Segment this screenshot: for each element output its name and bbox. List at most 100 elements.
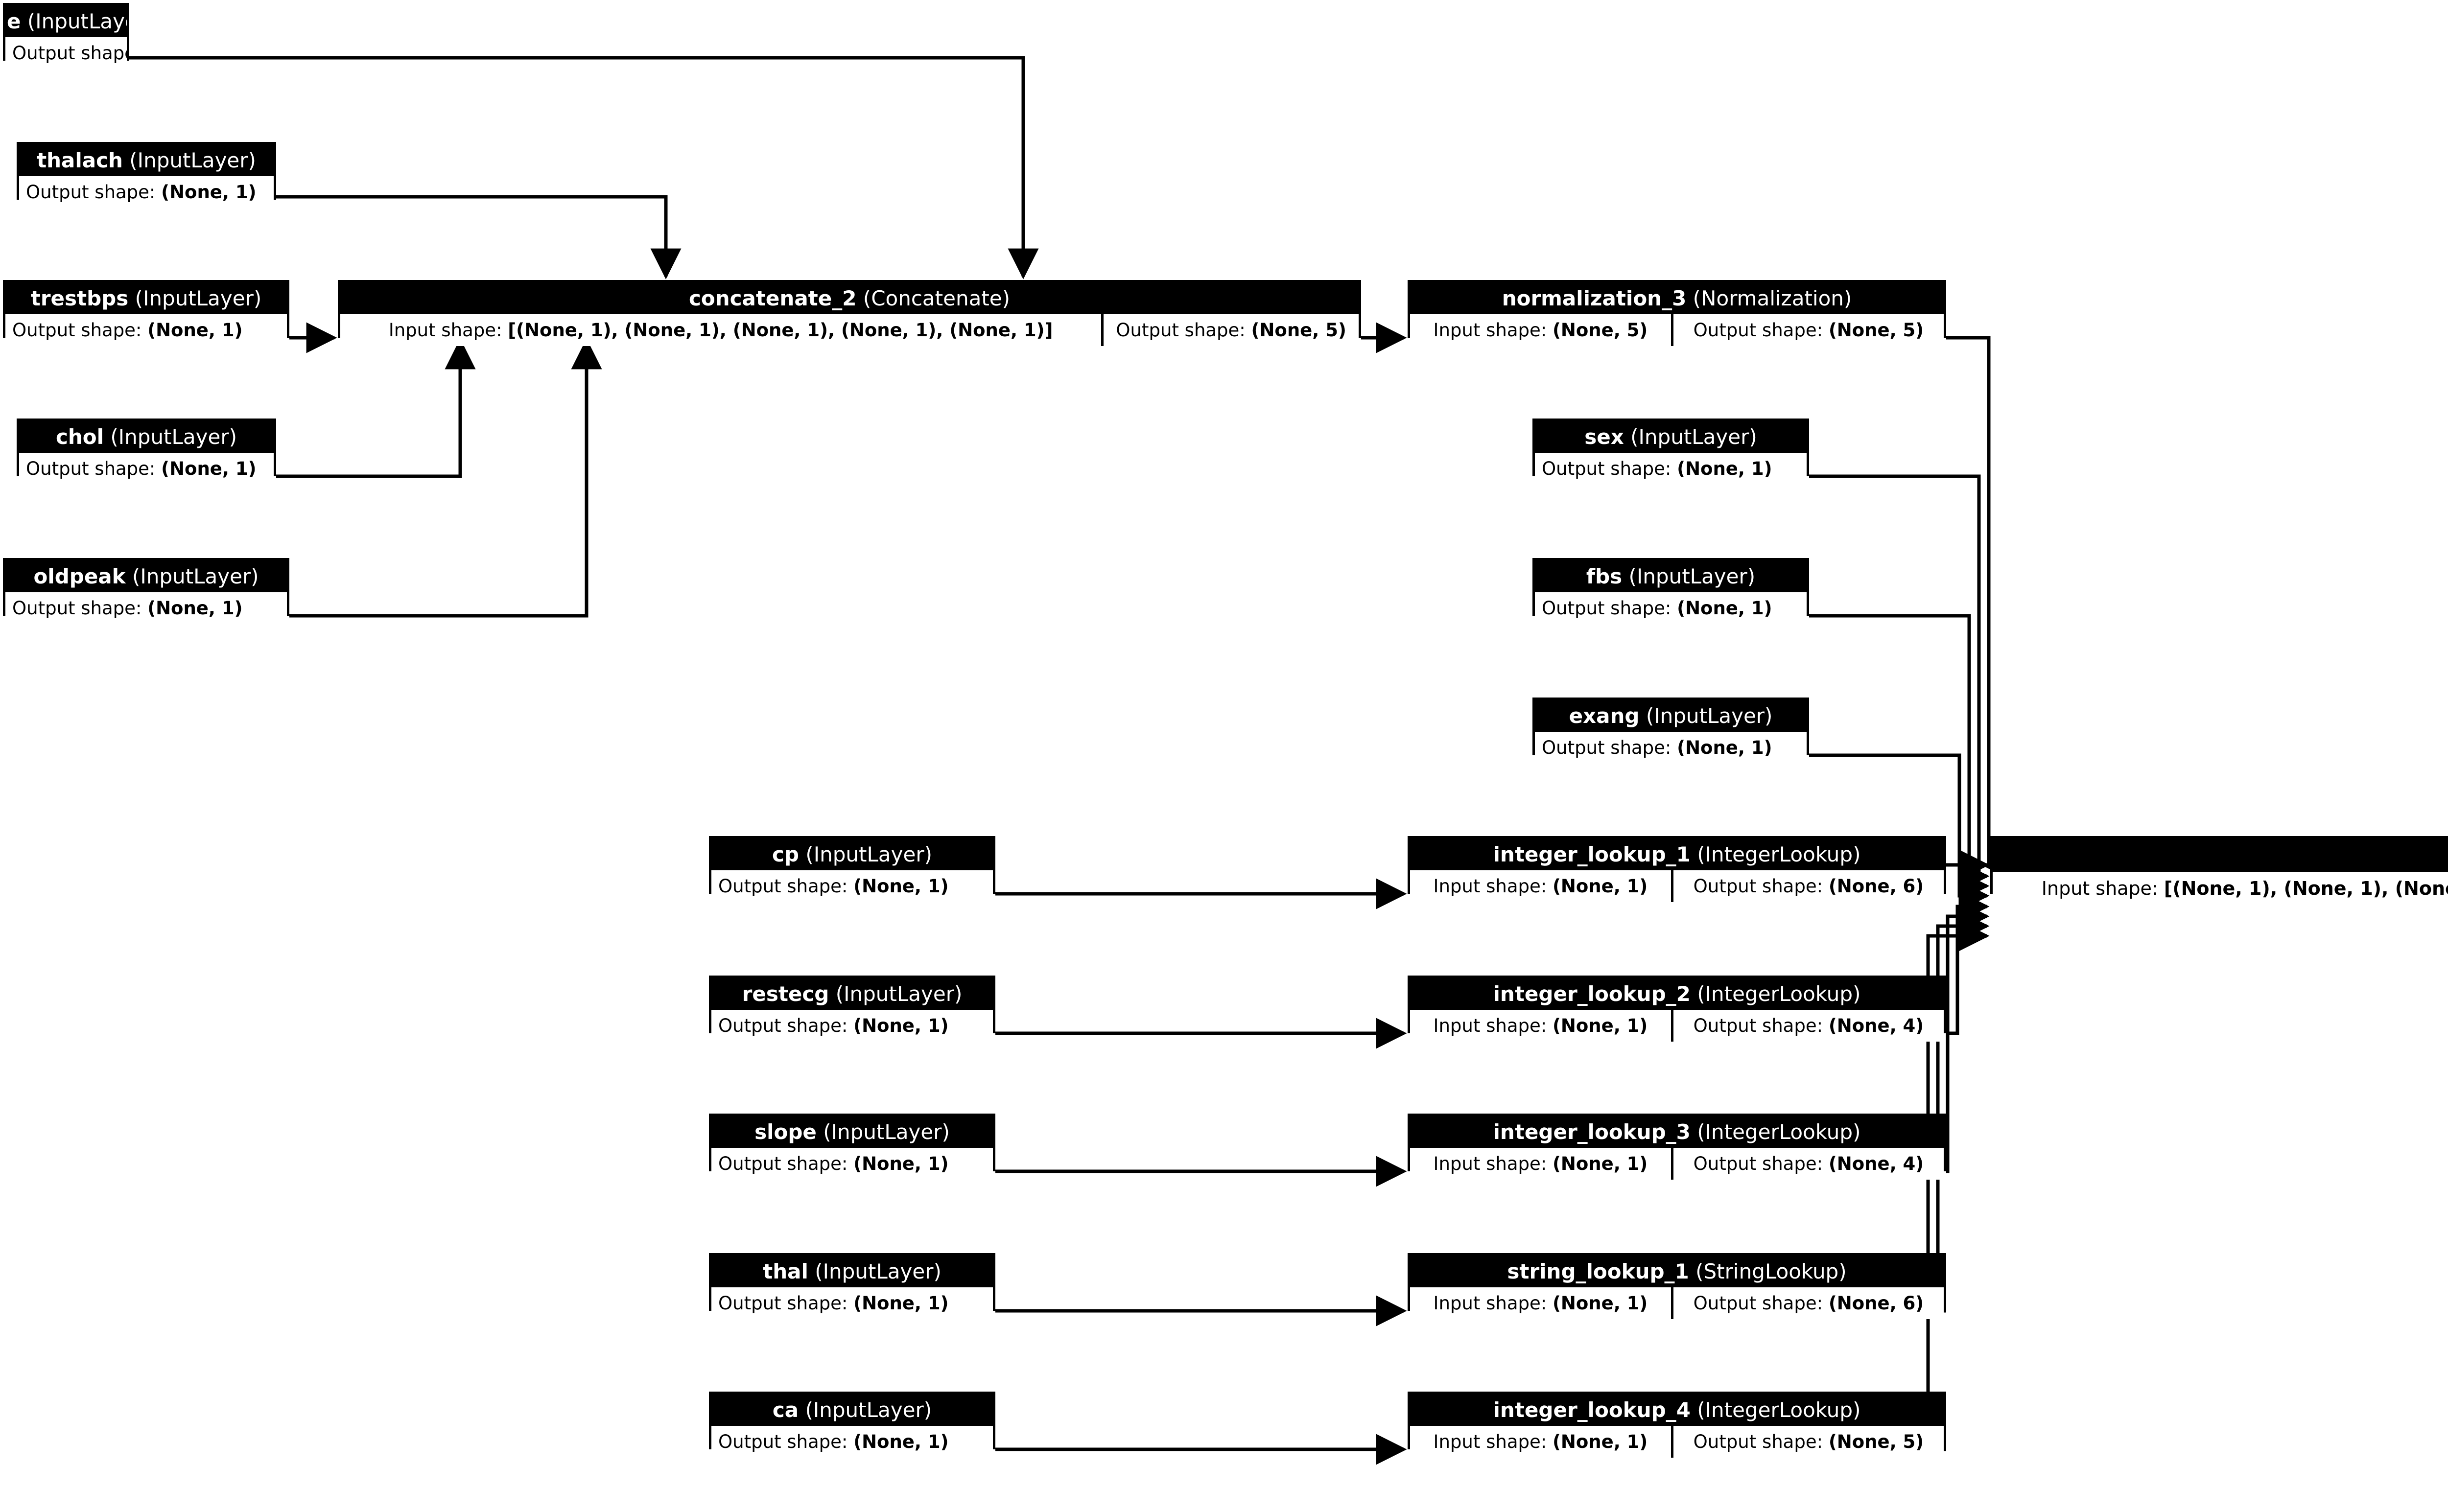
- node-output-shape-oldpeak: Output shape: (None, 1): [5, 592, 287, 624]
- node-input-shape-normalization_3: Input shape: (None, 5): [1410, 314, 1671, 346]
- shape-label: Input shape:: [1433, 1431, 1547, 1452]
- node-type-integer_lookup_1: (IntegerLookup): [1697, 842, 1861, 866]
- node-thalach[interactable]: thalach (InputLayer)Output shape: (None,…: [17, 142, 276, 208]
- node-fbs[interactable]: fbs (InputLayer)Output shape: (None, 1): [1532, 558, 1809, 624]
- node-sex[interactable]: sex (InputLayer)Output shape: (None, 1): [1532, 419, 1809, 485]
- node-output-shape-trestbps: Output shape: (None, 1): [5, 314, 287, 346]
- node-name-exang: exang: [1569, 704, 1640, 728]
- shape-value: [(None, 1), (None, 1), (None, 1), (None,…: [2164, 878, 2448, 899]
- node-shapes-ca: Output shape: (None, 1): [711, 1426, 993, 1458]
- shape-value: (None, 5): [1828, 320, 1924, 341]
- node-concatenate_2[interactable]: concatenate_2 (Concatenate)Input shape: …: [338, 280, 1361, 346]
- shape-label: Output shape:: [718, 1015, 848, 1036]
- node-input-shape-integer_lookup_4: Input shape: (None, 1): [1410, 1426, 1671, 1458]
- node-name-restecg: restecg: [742, 982, 829, 1006]
- node-output-shape-slope: Output shape: (None, 1): [711, 1148, 993, 1180]
- node-type-ca: (InputLayer): [805, 1398, 932, 1422]
- shape-label: Input shape:: [1433, 876, 1547, 897]
- node-chol[interactable]: chol (InputLayer)Output shape: (None, 1): [17, 419, 276, 485]
- node-concatenate_3[interactable]: concatenate_3 (Concatenate)Input shape: …: [1990, 836, 2448, 905]
- node-type-slope: (InputLayer): [823, 1120, 950, 1144]
- node-output-shape-integer_lookup_1: Output shape: (None, 6): [1671, 870, 1944, 902]
- node-name-slope: slope: [754, 1120, 817, 1144]
- node-cp[interactable]: cp (InputLayer)Output shape: (None, 1): [709, 836, 995, 902]
- node-normalization_3[interactable]: normalization_3 (Normalization)Input sha…: [1408, 280, 1946, 346]
- node-shapes-integer_lookup_3: Input shape: (None, 1)Output shape: (Non…: [1410, 1148, 1944, 1180]
- node-shapes-fbs: Output shape: (None, 1): [1535, 592, 1807, 624]
- node-shapes-normalization_3: Input shape: (None, 5) Output shape: (Non…: [1410, 314, 1944, 346]
- node-input-shape-string_lookup_1: Input shape: (None, 1): [1410, 1287, 1671, 1319]
- shape-label: Output shape:: [12, 320, 142, 341]
- node-age[interactable]: age (InputLayer)Output shape: (None, 1): [3, 3, 129, 69]
- node-output-shape-thalach: Output shape: (None, 1): [19, 176, 274, 208]
- node-shapes-restecg: Output shape: (None, 1): [711, 1010, 993, 1042]
- node-restecg[interactable]: restecg (InputLayer)Output shape: (None,…: [709, 976, 995, 1042]
- node-name-integer_lookup_4: integer_lookup_4: [1493, 1398, 1691, 1422]
- node-name-ca: ca: [772, 1398, 799, 1422]
- node-type-age: (InputLayer): [27, 9, 127, 33]
- node-slope[interactable]: slope (InputLayer)Output shape: (None, 1…: [709, 1114, 995, 1180]
- node-string_lookup_1[interactable]: string_lookup_1 (StringLookup)Input shap…: [1408, 1253, 1946, 1319]
- node-shapes-thal: Output shape: (None, 1): [711, 1287, 993, 1319]
- node-integer_lookup_4[interactable]: integer_lookup_4 (IntegerLookup) Input sh…: [1408, 1392, 1946, 1458]
- shape-value: (None, 1): [161, 182, 257, 203]
- node-output-shape-integer_lookup_2: Output shape: (None, 4): [1671, 1010, 1944, 1042]
- node-title-slope: slope (InputLayer): [711, 1116, 993, 1148]
- node-title-fbs: fbs (InputLayer): [1535, 560, 1807, 592]
- shape-label: Output shape:: [1693, 1293, 1823, 1314]
- node-name-fbs: fbs: [1586, 564, 1623, 588]
- shape-label: Input shape:: [2041, 878, 2158, 899]
- node-shapes-string_lookup_1: Input shape: (None, 1)Output shape: (Non…: [1410, 1287, 1944, 1319]
- node-trestbps[interactable]: trestbps (InputLayer)Output shape: (None…: [3, 280, 289, 346]
- node-name-thal: thal: [763, 1259, 808, 1283]
- node-input-shape-concatenate_2: Input shape: [(None, 1), (None, 1), (Non…: [340, 314, 1101, 346]
- shape-label: Input shape:: [1433, 1153, 1547, 1174]
- node-output-shape-integer_lookup_4: Output shape: (None, 5): [1671, 1426, 1944, 1458]
- shape-value: (None, 1): [1553, 1431, 1648, 1452]
- node-name-integer_lookup_1: integer_lookup_1: [1493, 842, 1691, 866]
- node-oldpeak[interactable]: oldpeak (InputLayer) Output shape: (None,…: [3, 558, 289, 624]
- node-output-shape-string_lookup_1: Output shape: (None, 6): [1671, 1287, 1944, 1319]
- shape-value: (None, 6): [1828, 1293, 1924, 1314]
- node-output-shape-cp: Output shape: (None, 1): [711, 870, 993, 902]
- node-shapes-integer_lookup_1: Input shape: (None, 1)Output shape: (Non…: [1410, 870, 1944, 902]
- node-type-trestbps: (InputLayer): [135, 286, 262, 310]
- node-integer_lookup_1[interactable]: integer_lookup_1 (IntegerLookup)Input sh…: [1408, 836, 1946, 902]
- node-type-normalization_3: (Normalization): [1693, 286, 1852, 310]
- node-ca[interactable]: ca (InputLayer) Output shape: (None, 1): [709, 1392, 995, 1458]
- shape-label: Output shape:: [1693, 320, 1823, 341]
- shape-value: (None, 6): [1828, 876, 1924, 897]
- node-title-string_lookup_1: string_lookup_1 (StringLookup): [1410, 1256, 1944, 1287]
- node-output-shape-integer_lookup_3: Output shape: (None, 4): [1671, 1148, 1944, 1180]
- shape-label: Output shape:: [12, 43, 127, 64]
- shape-value: (None, 5): [1828, 1431, 1924, 1452]
- node-type-fbs: (InputLayer): [1628, 564, 1756, 588]
- node-name-concatenate_2: concatenate_2: [688, 286, 857, 310]
- node-shapes-concatenate_3: Input shape: [(None, 1), (None, 1), (Non…: [1993, 872, 2448, 905]
- node-type-chol: (InputLayer): [110, 425, 237, 449]
- node-output-shape-fbs: Output shape: (None, 1): [1535, 592, 1807, 624]
- shape-value: (None, 5): [1553, 320, 1648, 341]
- shape-value: (None, 1): [1677, 598, 1772, 619]
- node-exang[interactable]: exang (InputLayer)Output shape: (None, 1…: [1532, 698, 1809, 764]
- shape-value: (None, 1): [161, 458, 257, 479]
- node-shapes-cp: Output shape: (None, 1): [711, 870, 993, 902]
- node-title-integer_lookup_1: integer_lookup_1 (IntegerLookup): [1410, 838, 1944, 870]
- node-output-shape-age: Output shape: (None, 1): [5, 37, 127, 69]
- shape-value: (None, 1): [147, 320, 243, 341]
- node-output-shape-thal: Output shape: (None, 1): [711, 1287, 993, 1319]
- node-type-thal: (InputLayer): [815, 1259, 942, 1283]
- node-type-integer_lookup_4: (IntegerLookup): [1697, 1398, 1861, 1422]
- shape-value: (None, 1): [147, 598, 243, 619]
- node-integer_lookup_2[interactable]: integer_lookup_2 (IntegerLookup)Input sh…: [1408, 976, 1946, 1042]
- node-thal[interactable]: thal (InputLayer) Output shape: (None, 1): [709, 1253, 995, 1319]
- node-output-shape-sex: Output shape: (None, 1): [1535, 453, 1807, 485]
- node-type-oldpeak: (InputLayer): [132, 564, 259, 588]
- shape-label: Output shape:: [12, 598, 142, 619]
- node-name-oldpeak: oldpeak: [33, 564, 126, 588]
- node-integer_lookup_3[interactable]: integer_lookup_3 (IntegerLookup)Input sh…: [1408, 1114, 1946, 1180]
- node-output-shape-chol: Output shape: (None, 1): [19, 453, 274, 485]
- edge-chol-to-concatenate2: [276, 338, 476, 478]
- node-name-string_lookup_1: string_lookup_1: [1507, 1259, 1689, 1283]
